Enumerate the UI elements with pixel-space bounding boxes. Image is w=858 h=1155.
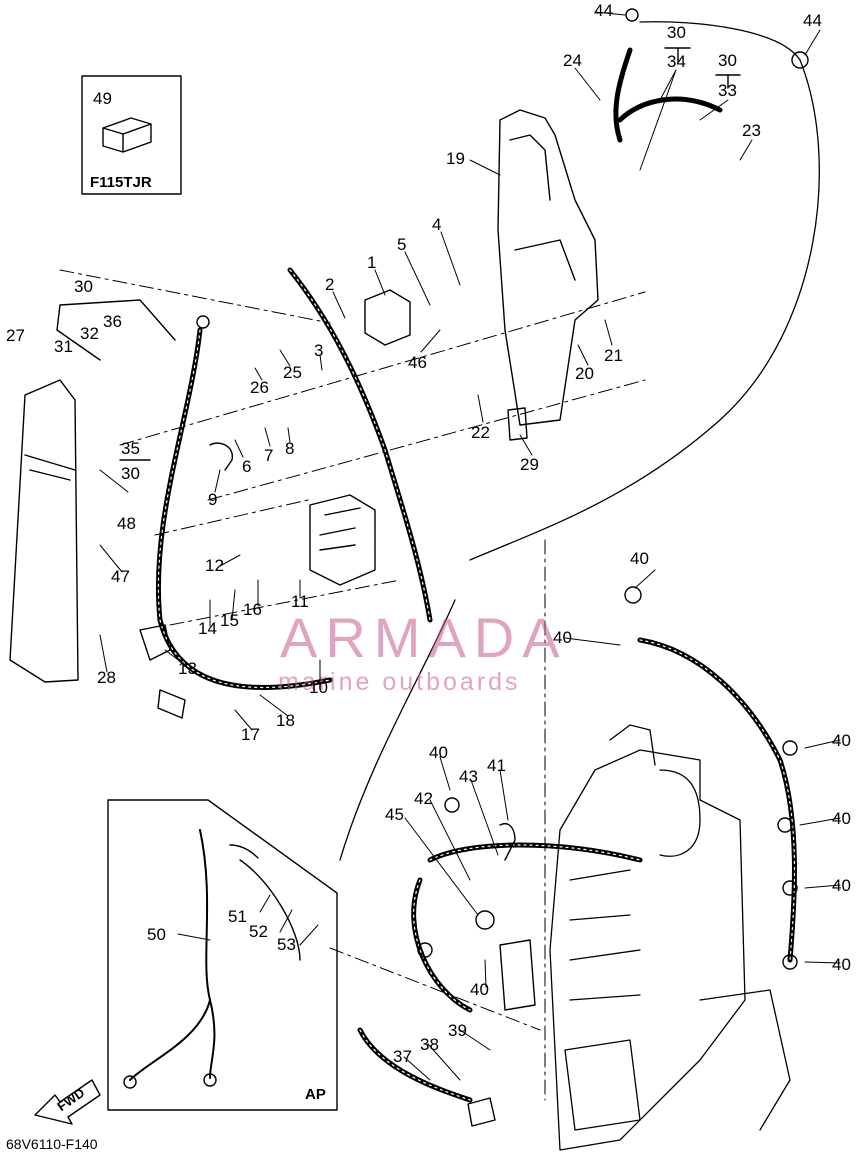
callout-30: 30 — [74, 277, 93, 296]
ap-label: AP — [305, 1086, 326, 1103]
callout-36: 36 — [103, 312, 122, 331]
callout-38: 38 — [420, 1035, 439, 1054]
callout-33: 33 — [718, 81, 737, 100]
callout-42: 42 — [414, 789, 433, 808]
callout-23: 23 — [742, 121, 761, 140]
callout-21: 21 — [604, 346, 623, 365]
ap-box — [107, 799, 338, 1111]
relay-1 — [364, 289, 411, 346]
callout-15: 15 — [220, 611, 239, 630]
part-code: 68V6110-F140 — [6, 1136, 98, 1152]
callout-22: 22 — [471, 423, 490, 442]
callout-14: 14 — [198, 619, 217, 638]
callout-40: 40 — [832, 876, 851, 895]
callout-12: 12 — [205, 556, 224, 575]
callout-35: 35 — [121, 439, 140, 458]
callout-7: 7 — [264, 446, 274, 465]
callout-1: 1 — [367, 253, 377, 272]
callout-40: 40 — [832, 955, 851, 974]
callout-3: 3 — [314, 341, 324, 360]
connector-49-icon — [102, 117, 152, 153]
callout-40: 40 — [832, 809, 851, 828]
watermark-title: ARMADA — [280, 606, 568, 669]
callout-20: 20 — [575, 364, 594, 383]
callout-16: 16 — [243, 600, 262, 619]
bracket-19 — [497, 109, 599, 426]
callout-11: 11 — [291, 592, 309, 611]
callout-47: 47 — [111, 567, 130, 586]
callout-45: 45 — [385, 805, 404, 824]
engine-block — [549, 724, 791, 1151]
callout-8: 8 — [285, 439, 295, 458]
callout-40: 40 — [630, 549, 649, 568]
callout-51: 51 — [228, 907, 247, 926]
callout-44: 44 — [594, 1, 613, 20]
callout-41: 41 — [487, 756, 506, 775]
callout-4: 4 — [432, 215, 442, 234]
callout-26: 26 — [250, 378, 269, 397]
cable-50 — [129, 829, 216, 1081]
callout-48: 48 — [117, 514, 136, 533]
callout-17: 17 — [241, 725, 260, 744]
callout-30: 30 — [667, 23, 686, 42]
callout-10: 10 — [309, 678, 328, 697]
callout-27: 27 — [6, 326, 25, 345]
callout-44: 44 — [803, 11, 822, 30]
callout-13: 13 — [178, 659, 197, 678]
callout-32: 32 — [80, 324, 99, 343]
watermark-subtitle: marine outboards — [278, 668, 521, 696]
harness-main — [155, 47, 797, 1103]
callout-37: 37 — [393, 1047, 412, 1066]
callout-25: 25 — [283, 363, 302, 382]
callout-40: 40 — [429, 743, 448, 762]
module-11 — [309, 494, 376, 586]
callout-28: 28 — [97, 668, 116, 687]
callout-19: 19 — [446, 149, 465, 168]
callout-43: 43 — [459, 767, 478, 786]
callout-31: 31 — [54, 337, 73, 356]
callout-40: 40 — [470, 980, 489, 999]
callout-29: 29 — [520, 455, 539, 474]
callout-52: 52 — [249, 922, 268, 941]
callout-2: 2 — [325, 275, 335, 294]
fwd-arrow-icon — [34, 1079, 101, 1125]
callout-24: 24 — [563, 51, 582, 70]
callout-5: 5 — [397, 235, 407, 254]
callout-30: 30 — [121, 464, 140, 483]
callout-6: 6 — [242, 457, 252, 476]
callout-18: 18 — [276, 711, 295, 730]
callout-40: 40 — [832, 731, 851, 750]
callout-39: 39 — [448, 1021, 467, 1040]
callout-53: 53 — [277, 935, 296, 954]
callout-40: 40 — [553, 628, 572, 647]
callout-46: 46 — [408, 353, 427, 372]
callout-30: 30 — [718, 51, 737, 70]
callout-49: 49 — [93, 89, 112, 108]
inset-box — [81, 75, 182, 195]
callout-50: 50 — [147, 925, 166, 944]
inset-model-label: F115TJR — [90, 174, 152, 191]
callout-9: 9 — [208, 490, 218, 509]
panel-27 — [9, 379, 79, 683]
callout-34: 34 — [667, 52, 686, 71]
